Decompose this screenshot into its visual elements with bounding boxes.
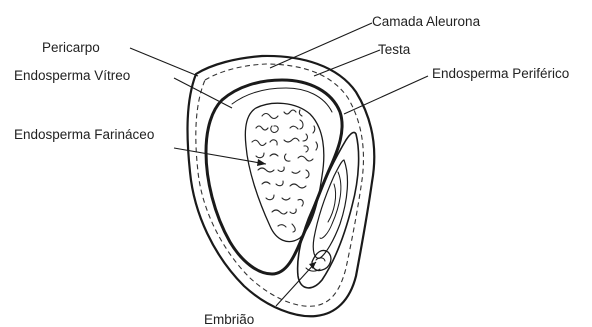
floury-texture xyxy=(252,110,318,232)
floury-endosperm xyxy=(245,103,324,241)
floury-endosperm-outline xyxy=(245,103,324,241)
label-endosperma-farinaceo: Endosperma Farináceo xyxy=(14,127,154,142)
embryo-inner xyxy=(313,160,347,258)
label-endosperma-periferico: Endosperma Periférico xyxy=(432,66,569,81)
peripheral-endosperm-line xyxy=(232,88,332,112)
leader-lines xyxy=(130,23,428,306)
label-embriao: Embrião xyxy=(204,312,254,327)
label-endosperma-vitreo: Endosperma Vítreo xyxy=(14,68,130,83)
embryo-outline xyxy=(298,132,359,287)
label-testa: Testa xyxy=(378,42,411,57)
label-pericarpo: Pericarpo xyxy=(42,40,100,55)
label-camada-aleurona: Camada Aleurona xyxy=(372,14,481,29)
labels: Camada Aleurona Pericarpo Testa Endosper… xyxy=(14,14,569,327)
embryo-radicle xyxy=(312,250,331,270)
embryo xyxy=(298,132,359,287)
